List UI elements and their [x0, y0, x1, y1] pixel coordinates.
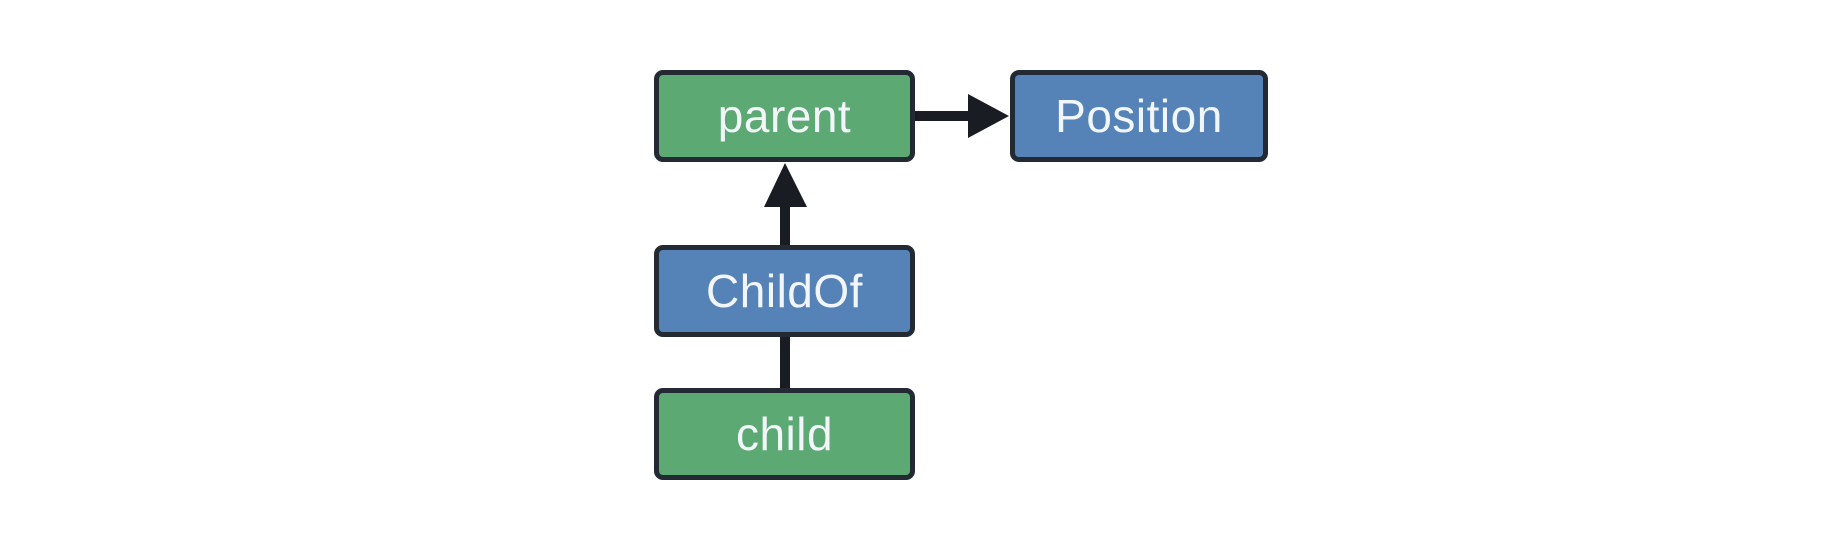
node-position-label: Position	[1055, 90, 1223, 142]
node-child-label: child	[735, 408, 834, 460]
edge-parent-to-position-arrow	[912, 94, 1009, 138]
node-child: child	[654, 388, 915, 480]
node-childof-label: ChildOf	[706, 265, 863, 317]
node-childof: ChildOf	[654, 245, 915, 337]
node-position: Position	[1010, 70, 1268, 162]
node-parent-label: parent	[717, 90, 852, 142]
node-parent: parent	[654, 70, 915, 162]
edge-childof-to-parent-arrow	[764, 163, 807, 246]
edge-child-to-childof-line	[780, 336, 790, 389]
